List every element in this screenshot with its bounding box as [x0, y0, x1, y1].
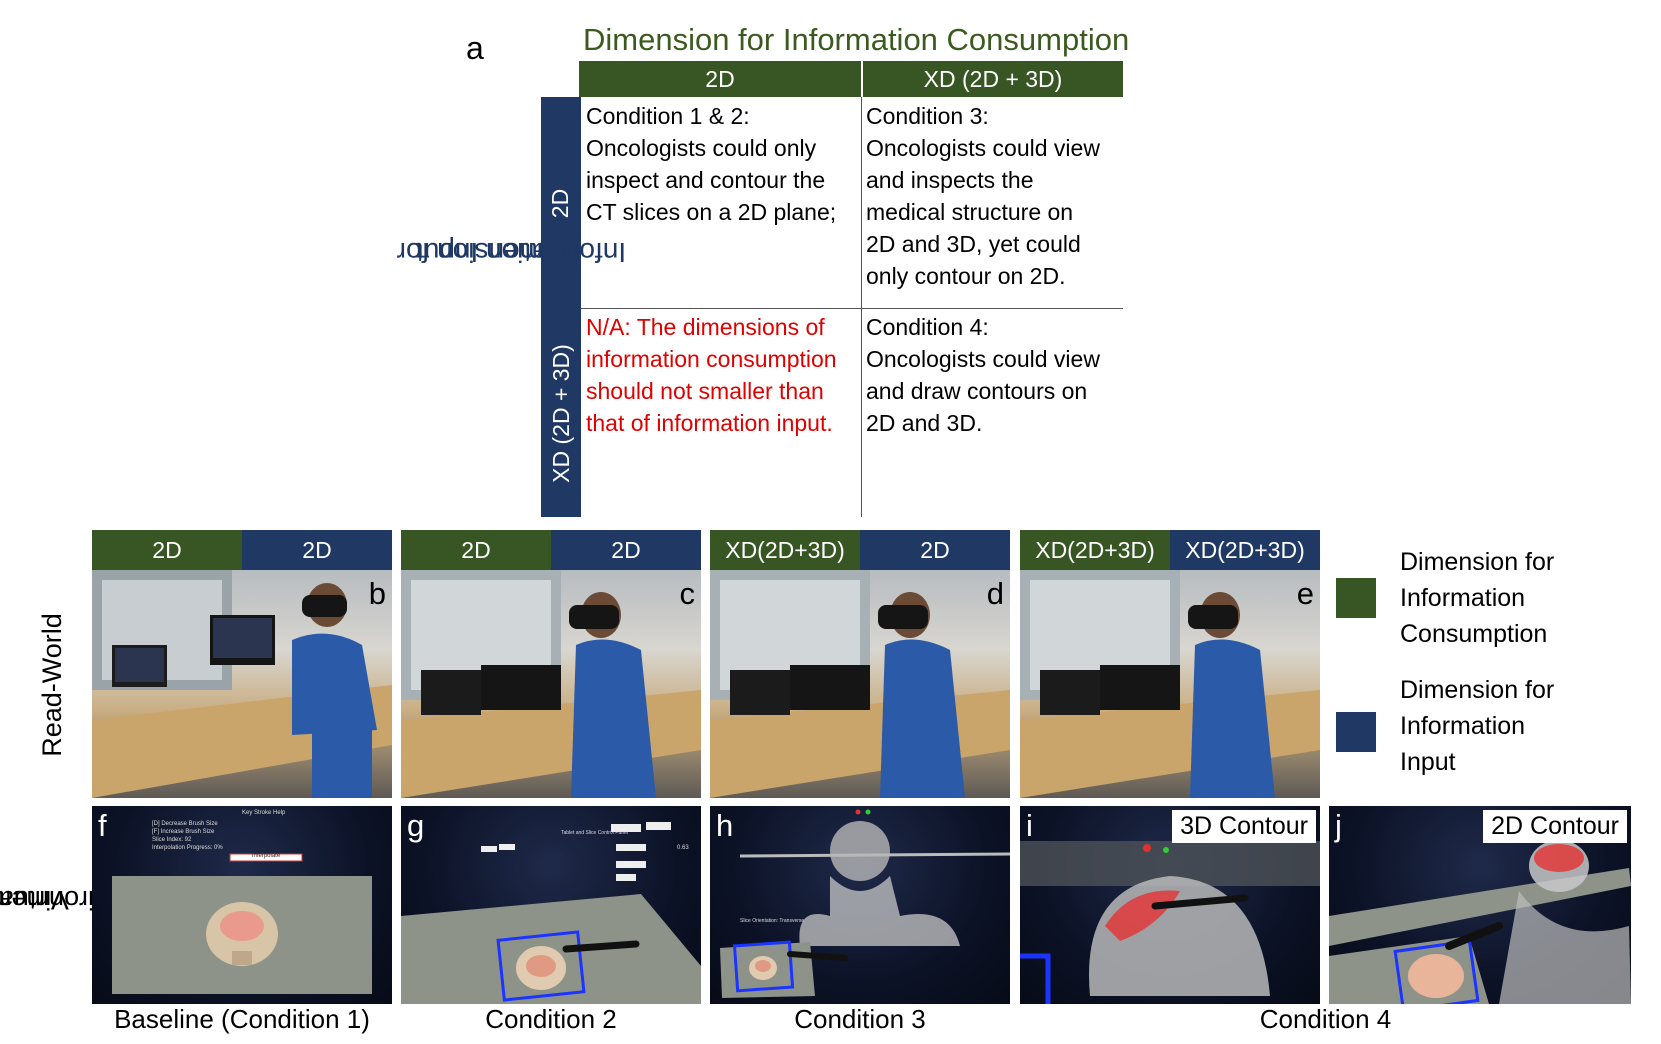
- strip-consumption: 2D: [92, 530, 242, 570]
- strip-input: 2D: [551, 530, 701, 570]
- ve-scene: [1020, 841, 1320, 1004]
- caption-condition-2: Condition 2: [485, 1004, 617, 1034]
- keystroke-help-lines: [D] Decrease Brush Size [F] Increase Bru…: [152, 821, 223, 851]
- row-label-real-world: Read-World: [37, 613, 67, 757]
- panel-letter-d: d: [986, 576, 1004, 611]
- panel-letter-i: i: [1026, 808, 1033, 843]
- panel-letter-h: h: [716, 808, 734, 843]
- interpolate-button: Interpolate: [251, 853, 281, 859]
- ve-condition-4-3d: i 3D Contour: [1020, 806, 1320, 1004]
- legend-swatch-input: [1336, 712, 1376, 752]
- keystroke-help-title: Key Stroke Help: [242, 810, 286, 816]
- photo-condition-4: e: [1020, 570, 1320, 798]
- caption-condition-3: Condition 3: [794, 1004, 926, 1034]
- cell-condition-3: Condition 3: Oncologists could view and …: [866, 103, 1100, 289]
- strip-input: 2D: [242, 530, 392, 570]
- photo-scene: [401, 570, 701, 798]
- strip-consumption: 2D: [401, 530, 551, 570]
- slice-control-panel-title: Tablet and Slice Control Panel: [561, 830, 628, 836]
- panel-letter-g: g: [407, 808, 425, 843]
- slice-control-value: 0.63: [677, 845, 689, 851]
- table-divider-vertical: [861, 97, 862, 517]
- caption-condition-4: Condition 4: [1259, 1004, 1392, 1034]
- strip-input: 2D: [860, 530, 1010, 570]
- ve-condition-4-2d: j 2D Contour: [1329, 806, 1631, 1004]
- ve-scene: [401, 822, 701, 1004]
- cell-condition-1-2: Condition 1 & 2: Oncologists could only …: [586, 103, 837, 225]
- tag-3d-contour: 3D Contour: [1172, 810, 1316, 843]
- panel-letter-f: f: [98, 808, 107, 843]
- ve-condition-2: g Tablet and Slice Control Panel 0.63: [401, 806, 701, 1004]
- legend-label-consumption: Dimension for Information Consumption: [1400, 548, 1555, 648]
- ve-scene: [1329, 840, 1631, 1004]
- row-header-2d: 2D: [541, 97, 581, 309]
- panel-letter-a: a: [466, 30, 484, 66]
- photo-condition-1: b: [92, 570, 392, 798]
- row-header-xd: XD (2D + 3D): [541, 309, 581, 517]
- tag-2d-contour: 2D Contour: [1483, 810, 1627, 843]
- strip-consumption: XD(2D+3D): [1020, 530, 1170, 570]
- strip-e: XD(2D+3D) XD(2D+3D): [1020, 530, 1320, 570]
- photo-scene: [710, 570, 1010, 798]
- cell-condition-4: Condition 4: Oncologists could view and …: [866, 314, 1100, 436]
- cell-na: N/A: The dimensions of information consu…: [586, 314, 837, 436]
- photo-condition-3: d: [710, 570, 1010, 798]
- legend-label-input: Dimension for Information Input: [1400, 676, 1555, 776]
- panel-letter-b: b: [368, 576, 386, 611]
- consumption-axis-title: Dimension for Information Consumption: [583, 22, 1130, 57]
- col-header-xd: XD (2D + 3D): [863, 61, 1123, 97]
- strip-d: XD(2D+3D) 2D: [710, 530, 1010, 570]
- photo-scene: [92, 570, 392, 798]
- slice-orientation-label: Slice Orientation: Transverse: [740, 918, 805, 924]
- panel-letter-c: c: [679, 576, 696, 611]
- ve-condition-1: f Key Stroke Help [D] Decrease Brush Siz…: [92, 806, 392, 1004]
- photo-scene: [1020, 570, 1320, 798]
- strip-consumption: XD(2D+3D): [710, 530, 860, 570]
- ve-condition-3: h Slice Orientation: Transverse: [710, 806, 1010, 1004]
- table-divider-horizontal: [581, 308, 1123, 309]
- strip-input: XD(2D+3D): [1170, 530, 1320, 570]
- strip-b: 2D 2D: [92, 530, 392, 570]
- strip-c: 2D 2D: [401, 530, 701, 570]
- col-header-2d: 2D: [579, 61, 861, 97]
- panel-letter-e: e: [1296, 576, 1314, 611]
- legend-swatch-consumption: [1336, 578, 1376, 618]
- caption-baseline: Baseline (Condition 1): [114, 1004, 370, 1034]
- ve-scene: [720, 809, 1010, 998]
- ve-scene: [112, 853, 372, 994]
- panel-letter-j: j: [1335, 808, 1342, 843]
- photo-condition-2: c: [401, 570, 701, 798]
